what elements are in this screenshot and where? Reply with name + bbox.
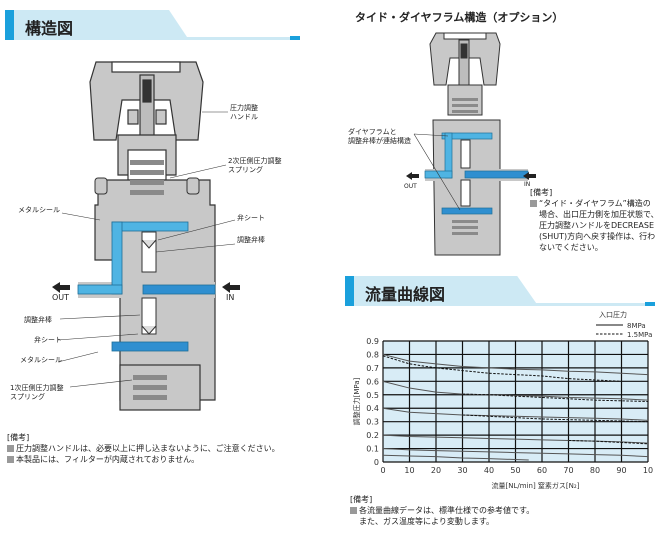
- flow-notes-heading: [備考]: [350, 495, 373, 504]
- legend-label: 1.5MPa: [627, 331, 652, 339]
- label-out: OUT: [52, 293, 70, 302]
- y-tick-label: 0.9: [366, 337, 379, 346]
- series-line-8MPa: [382, 448, 649, 458]
- note-item: 圧力調整ハンドルは、必要以上に押し込まないように、ご注意ください。: [7, 443, 280, 454]
- notes-heading: [備考]: [7, 433, 30, 442]
- label-tied-diaphragm: ダイヤフラムと 調整弁棒が連結構造: [348, 128, 411, 145]
- note-item: 本製品には、フィルターが内蔵されておりません。: [7, 454, 199, 465]
- x-axis-label: 流量[NL/min] 窒素ガス[N₂]: [492, 481, 580, 490]
- label-primary-spring: 1次圧側圧力調整 スプリング: [10, 384, 64, 401]
- x-tick-label: 60: [537, 466, 547, 475]
- label-pressure-handle: 圧力調整 ハンドル: [230, 104, 258, 121]
- section-title: 構造図: [25, 19, 74, 38]
- flow-note: 各流量曲線データは、標準仕様での参考値です。 また、ガス温度等により変動します。: [350, 505, 534, 527]
- series-line-8MPa: [382, 380, 649, 401]
- series-line-8MPa: [382, 407, 649, 421]
- in-arrow-icon: [523, 172, 536, 180]
- x-tick-label: 40: [484, 466, 494, 475]
- legend-title: 入口圧力: [599, 310, 627, 319]
- series-line-1.5MPa: [462, 414, 649, 423]
- y-tick-label: 0.1: [366, 445, 379, 454]
- y-tick-label: 0.8: [366, 350, 379, 359]
- x-tick-label: 50: [510, 466, 520, 475]
- series-line-8MPa: [382, 434, 649, 444]
- y-axis-label: 調整圧力[MPa]: [352, 377, 361, 425]
- series-line-8MPa: [382, 454, 529, 461]
- option-notes-heading: [備考]: [530, 188, 553, 197]
- section-title: 流量曲線図: [365, 285, 446, 304]
- label-metal-seal-top: メタルシール: [18, 206, 60, 214]
- x-tick-label: 0: [380, 466, 385, 475]
- x-tick-label: 30: [457, 466, 467, 475]
- x-tick-label: 20: [431, 466, 441, 475]
- label-metal-seal-bottom: メタルシール: [20, 356, 62, 364]
- legend-label: 8MPa: [627, 322, 646, 330]
- y-tick-label: 0.7: [366, 364, 379, 373]
- label-valve-stem-bottom: 調整弁棒: [24, 316, 52, 324]
- flow-curve-chart: 0 0.1 0.2 0.3 0.4 0.5 0.6 0.7 0.8 0.9 0 10 20 30 40 50 6…: [352, 310, 653, 490]
- x-tick-label: 70: [563, 466, 573, 475]
- x-tick-label: 10: [643, 466, 653, 475]
- out-arrow-icon: [52, 282, 70, 293]
- in-arrow-icon: [222, 282, 240, 293]
- option-note: “タイド・ダイヤフラム”構造の 場合、出口圧力側を加圧状態で、 圧力調整ハンドル…: [530, 198, 659, 253]
- valve-cross-section-diagram: [52, 61, 240, 411]
- label-secondary-spring: 2次圧側圧力調整 スプリング: [228, 157, 282, 174]
- label-in: IN: [226, 293, 235, 302]
- label-valve-stem-top: 調整弁棒: [237, 236, 265, 244]
- x-tick-label: 10: [404, 466, 414, 475]
- y-tick-label: 0.4: [366, 404, 379, 413]
- option-title: タイド・ダイヤフラム構造（オプション）: [355, 11, 564, 24]
- series-line-1.5MPa: [568, 439, 649, 445]
- section-header-flow: 流量曲線図: [345, 276, 655, 306]
- x-tick-label: 80: [590, 466, 600, 475]
- x-tick-label: 90: [616, 466, 626, 475]
- out-arrow-icon: [406, 172, 419, 180]
- label-out: OUT: [404, 183, 417, 190]
- y-tick-label: 0: [374, 458, 379, 467]
- series-line-1.5MPa: [462, 393, 649, 402]
- y-tick-label: 0.5: [366, 391, 379, 400]
- tied-diaphragm-diagram: [406, 32, 536, 256]
- label-valve-seat-bottom: 弁シート: [34, 336, 62, 344]
- label-in: IN: [524, 181, 531, 188]
- section-header-structure: 構造図: [5, 10, 300, 40]
- y-tick-label: 0.2: [366, 431, 379, 440]
- series-line-8MPa: [382, 353, 649, 376]
- series-line-1.5MPa: [382, 355, 622, 382]
- y-tick-label: 0.3: [366, 418, 379, 427]
- label-valve-seat-top: 弁シート: [237, 214, 265, 222]
- y-tick-label: 0.6: [366, 377, 379, 386]
